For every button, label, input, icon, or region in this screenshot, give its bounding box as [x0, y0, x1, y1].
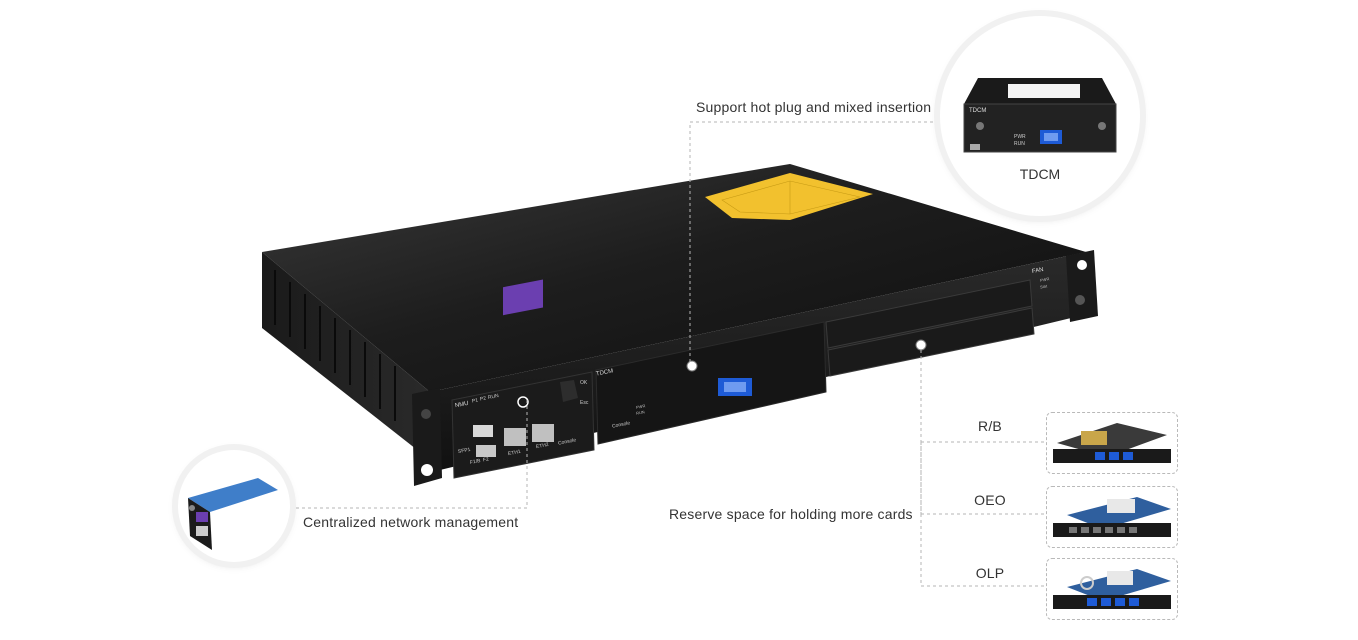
rb-card-image [1053, 423, 1171, 463]
key-ok: OK [580, 380, 588, 386]
tdcm-led-pwr: PWR [1014, 134, 1026, 140]
card-label-rb: R/B [978, 418, 1002, 434]
tdcm-panel-label: TDCM [969, 108, 987, 114]
reserve-space-label: Reserve space for holding more cards [669, 506, 913, 522]
warning-label [705, 173, 873, 220]
card-thumb-rb [1046, 412, 1178, 474]
port-f2: F2 [482, 456, 490, 464]
key-esc: Esc [580, 400, 589, 406]
nmu-led-p1: P1 [471, 397, 479, 405]
chassis-top [262, 164, 1086, 392]
centralized-management-label: Centralized network management [303, 514, 519, 530]
callout-line-hot-plug [689, 121, 936, 362]
callout-line-centralized [292, 400, 528, 509]
olp-card-image [1053, 569, 1171, 609]
card-thumb-oeo [1046, 486, 1178, 548]
card-label-oeo: OEO [974, 492, 1006, 508]
nmu-card-image [188, 478, 278, 550]
tdcm-caption: TDCM [1019, 166, 1061, 182]
tdcm-led-run: RUN [1014, 141, 1025, 147]
card-label-olp: OLP [975, 565, 1005, 581]
hot-plug-label: Support hot plug and mixed insertion [696, 99, 932, 115]
tdcm-module [595, 321, 827, 445]
nmu-display [503, 279, 543, 316]
slot-lower [827, 307, 1035, 377]
rack-ear-right [1066, 250, 1098, 322]
tdcm-card-image [963, 78, 1117, 153]
oeo-card-image [1053, 497, 1171, 537]
nmu-led-p2: P2 [479, 395, 487, 403]
nmu-zoom-circle [178, 450, 290, 562]
card-thumb-olp [1046, 558, 1178, 620]
slot-upper [825, 279, 1033, 349]
tdcm-zoom-circle: TDCM PWR RUN TDCM [940, 16, 1140, 216]
rack-ear-left [412, 388, 442, 486]
